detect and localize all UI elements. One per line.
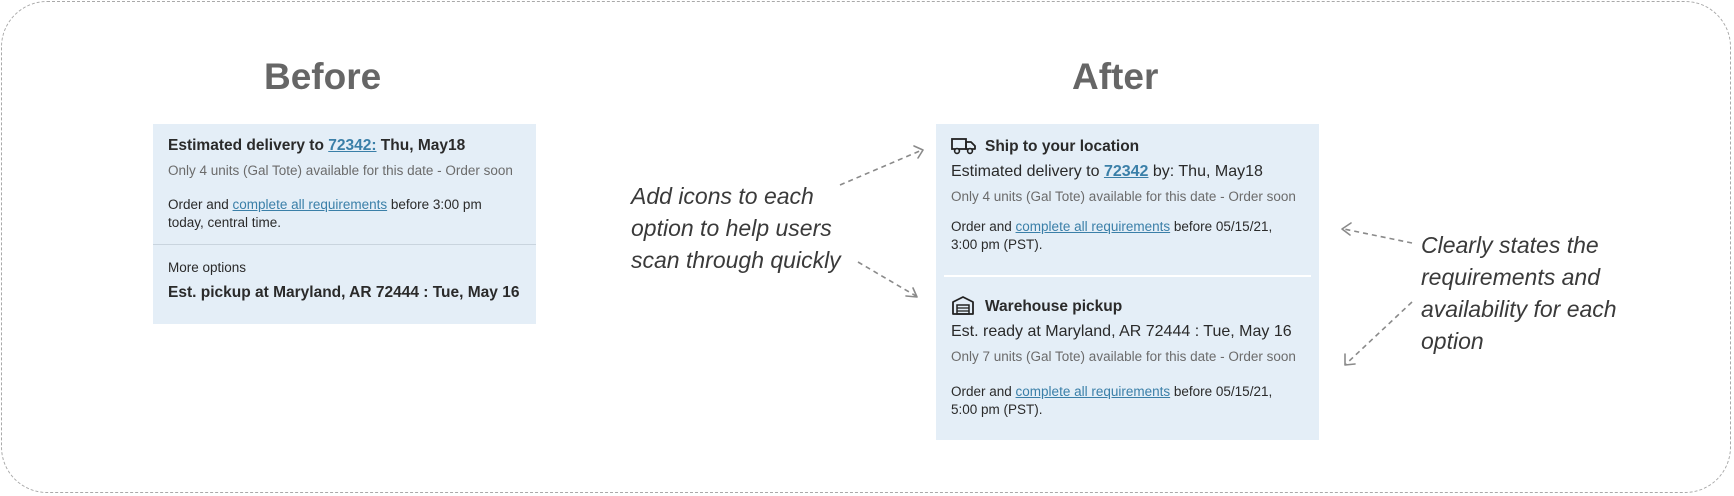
ship-order-line2: 3:00 pm (PST). [951,237,1043,252]
arrow-to-ship-icon [839,149,923,186]
pickup-title: Warehouse pickup [985,298,1123,315]
before-delivery-prefix: Estimated delivery to [168,137,329,154]
before-order-line2: today, central time. [168,215,282,230]
icons-note-line: scan through quickly [631,247,841,273]
icons-note-line: option to help users [631,215,832,241]
ship-delivery-suffix: by: Thu, May18 [1148,163,1263,180]
before-requirements-link[interactable]: complete all requirements [232,197,388,212]
pickup-requirements-link[interactable]: complete all requirements [1015,384,1171,399]
before-zip-link[interactable]: 72342: [328,137,377,154]
arrow-to-ship-requirements [1343,228,1413,244]
requirements-note-line: option [1421,328,1484,354]
arrowhead [1344,353,1356,366]
arrow-to-pickup-requirements [1345,301,1413,365]
ship-delivery-line: Estimated delivery to 72342 by: Thu, May… [951,163,1263,181]
requirements-note-line: availability for each [1421,296,1617,322]
requirements-note-line: requirements and [1421,264,1600,290]
before-divider [153,244,536,245]
warehouse-icon [952,296,974,315]
requirements-note-line: Clearly states the [1421,232,1599,258]
pickup-order-line1: Order and complete all requirements befo… [951,384,1272,399]
before-order-suffix: before 3:00 pm [387,197,482,212]
ship-title: Ship to your location [985,138,1140,155]
ship-requirements-link[interactable]: complete all requirements [1015,219,1171,234]
before-heading: Before [264,56,382,97]
ship-availability: Only 4 units (Gal Tote) available for th… [951,189,1296,204]
ship-order-line1: Order and complete all requirements befo… [951,219,1272,234]
before-more-options[interactable]: More options [168,260,247,275]
after-card: Ship to your location Estimated delivery… [936,124,1319,440]
icons-note-line: Add icons to each [631,183,814,209]
ship-delivery-prefix: Estimated delivery to [951,163,1104,180]
ship-order-suffix: before 05/15/21, [1170,219,1273,234]
pickup-order-suffix: before 05/15/21, [1170,384,1273,399]
ship-order-prefix: Order and [951,219,1016,234]
arrowhead [905,287,918,298]
before-delivery-date: Thu, May18 [376,137,466,154]
after-divider [944,275,1311,277]
pickup-ready: Est. ready at Maryland, AR 72444 : Tue, … [951,323,1292,340]
before-order-prefix: Order and [168,197,233,212]
ship-zip-link[interactable]: 72342 [1103,163,1149,180]
pickup-availability: Only 7 units (Gal Tote) available for th… [951,349,1296,364]
before-order-line1: Order and complete all requirements befo… [168,197,482,212]
arrow-to-pickup-icon [857,261,917,297]
pickup-order-line2: 5:00 pm (PST). [951,402,1043,417]
after-heading: After [1072,56,1159,97]
icons-note: Add icons to each option to help users s… [631,180,841,276]
before-card: Estimated delivery to 72342: Thu, May18 … [153,124,536,324]
truck-icon [951,138,976,155]
before-delivery-line: Estimated delivery to 72342: Thu, May18 [168,137,465,155]
arrowhead [913,145,924,159]
requirements-note: Clearly states the requirements and avai… [1421,229,1617,357]
before-pickup: Est. pickup at Maryland, AR 72444 : Tue,… [168,284,520,301]
arrowhead [1341,222,1352,236]
pickup-order-prefix: Order and [951,384,1016,399]
before-availability: Only 4 units (Gal Tote) available for th… [168,163,513,178]
